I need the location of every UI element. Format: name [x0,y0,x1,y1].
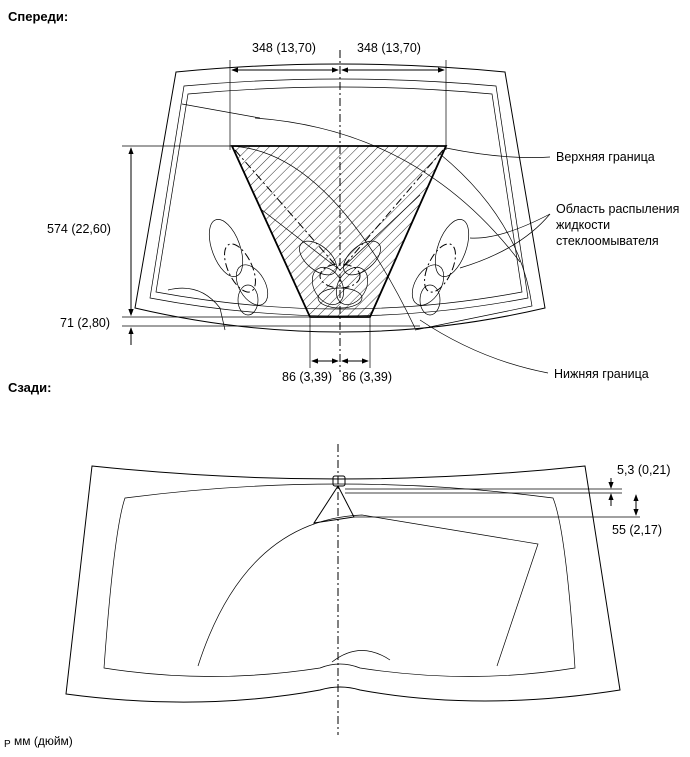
dim-bottom-width [309,318,371,368]
dim-bottom-offset-label: 71 (2,80) [60,316,110,330]
rear-nozzle [312,475,355,524]
front-section-title: Спереди: [8,9,68,24]
units-label: мм (дюйм) [14,734,73,748]
spray-jet-lines [234,149,444,271]
label-spray-area-2: жидкости [556,218,610,232]
dim-bottom-left-label: 86 (3,39) [282,370,332,384]
dim-bottom-right-label: 86 (3,39) [342,370,392,384]
spray-pattern-left [208,219,269,316]
spray-pattern-right [411,219,470,316]
label-spray-area-1: Область распыления [556,202,679,216]
callout-leaders [419,147,551,374]
rear-section-title: Сзади: [8,380,51,395]
dim-top-right-label: 348 (13,70) [357,41,421,55]
label-lower-boundary: Нижняя граница [554,367,649,381]
rear-dimensions [345,478,640,518]
dim-top-width [229,60,447,150]
rear-dim-side-label: 55 (2,17) [612,523,662,537]
spray-area-hatched [230,145,448,318]
spray-pattern-center [299,240,381,309]
rear-window [65,444,621,735]
rear-dim-top-label: 5,3 (0,21) [617,463,671,477]
dim-top-left-label: 348 (13,70) [252,41,316,55]
units-prefix: P [4,739,11,750]
dim-height-label: 574 (22,60) [47,222,111,236]
label-upper-boundary: Верхняя граница [556,150,655,164]
label-spray-area-3: стеклоомывателя [556,234,659,248]
